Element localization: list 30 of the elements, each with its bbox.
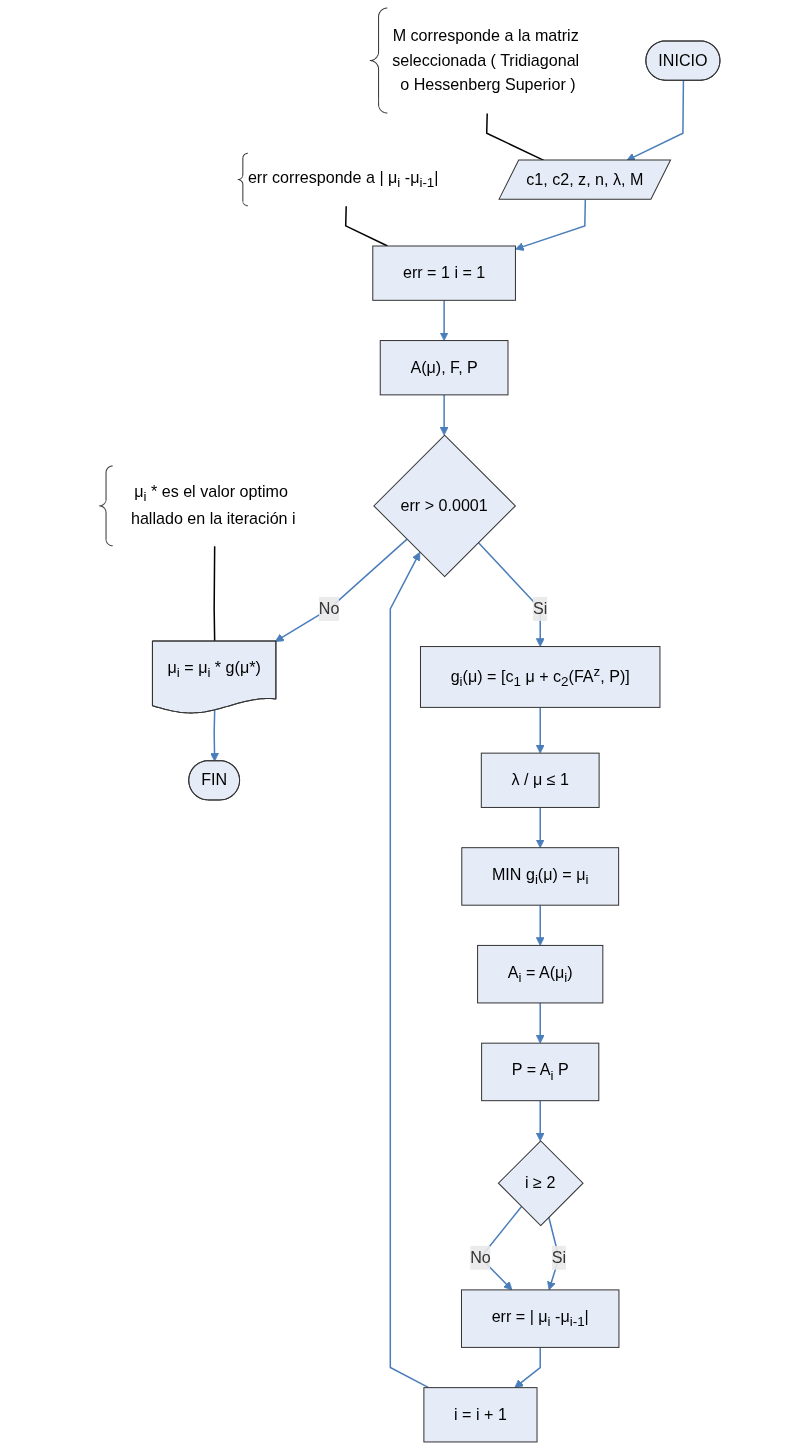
edge-label: No: [470, 1248, 491, 1266]
arrow: [535, 1099, 545, 1142]
edge-label: No: [318, 599, 340, 617]
arrow: [439, 299, 449, 341]
node-box: A$_{i}$ = A(μ$_{i}$): [477, 944, 604, 1004]
node-text: err corresponde a | μ$_{i}$ -μ$_{i-1}$|: [247, 168, 439, 191]
arrow: [514, 1346, 541, 1389]
node-box: MIN g$_{i}$(μ) = μ$_{i}$: [461, 847, 620, 906]
arrow: [274, 538, 408, 642]
node-box: g$_{i}$(μ) = [c$_{1}$ μ + c$_{2}$(FA$^{z}$, P)]: [419, 646, 661, 708]
arrow: [389, 551, 430, 1389]
edge-label: Si: [551, 1248, 567, 1266]
arrow: [210, 709, 219, 762]
edge-label: Si: [533, 599, 548, 617]
arrow: [439, 394, 449, 436]
arrow: [535, 706, 545, 754]
arrow: [535, 806, 545, 849]
connector: [344, 205, 389, 247]
node-box: err = | μ$_{i}$ -μ$_{i-1}$|: [460, 1289, 620, 1348]
node-text: μ$_{i}$ * es el valor optimo hallado en la iteración i: [130, 483, 296, 528]
node-box: λ / μ ≤ 1: [480, 752, 600, 808]
node-text: M corresponde a la matriz seleccionada ( Tridiagonal o Hessenberg Superior ): [392, 27, 580, 93]
arrow: [535, 904, 545, 946]
arrow: [535, 1002, 545, 1044]
node-box: err = 1 i = 1: [372, 245, 516, 301]
node-box: P = A$_{i}$ P: [481, 1042, 600, 1102]
node-diamond: i ≥ 2: [497, 1140, 584, 1227]
node-box: A(μ), F, P: [379, 340, 509, 396]
node-diamond: err > 0.0001: [373, 434, 517, 578]
node-box: i = i + 1: [423, 1387, 538, 1443]
